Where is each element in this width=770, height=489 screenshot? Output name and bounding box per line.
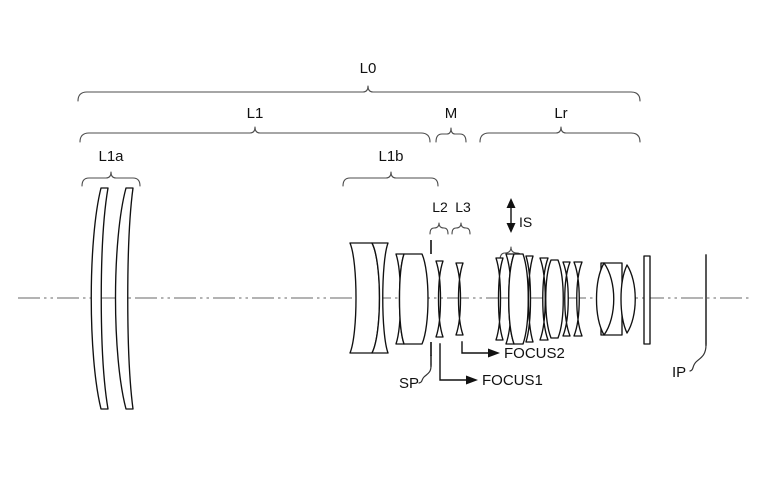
lens-element-lr-9 bbox=[595, 262, 615, 336]
image-plane-group: IP bbox=[672, 254, 707, 381]
brace-m bbox=[435, 127, 467, 143]
focus2-annotation-group: FOCUS2 bbox=[461, 341, 565, 362]
brace-l1a bbox=[81, 171, 141, 187]
group-label-l1: L1 bbox=[247, 105, 264, 122]
lens-element-l1a-2 bbox=[114, 187, 134, 410]
sp-leader-curve bbox=[418, 365, 432, 384]
focus1-annotation-group: FOCUS1 bbox=[439, 343, 543, 389]
brace-group-l1: L1 bbox=[79, 105, 431, 143]
lens-element-l1b-2 bbox=[371, 242, 389, 354]
focus1-arrow-head bbox=[466, 375, 478, 385]
is-indicator-group: IS bbox=[499, 198, 532, 261]
group-label-lr: Lr bbox=[554, 105, 567, 122]
lens-element-lr-1 bbox=[495, 257, 504, 341]
lens-element-l2-1 bbox=[435, 260, 444, 338]
lens-element-lr-4 bbox=[525, 255, 534, 343]
group-label-l1a: L1a bbox=[98, 148, 124, 165]
sp-annotation-group: SP bbox=[399, 355, 432, 392]
brace-group-l2: L2 bbox=[429, 199, 449, 235]
lens-element-lr-8 bbox=[573, 261, 583, 337]
brace-l1b bbox=[342, 171, 439, 187]
brace-group-l0: L0 bbox=[77, 60, 641, 102]
lens-element-l1b-4 bbox=[398, 253, 429, 345]
image-plane-leader bbox=[689, 344, 707, 372]
lens-element-lr-10 bbox=[620, 264, 636, 334]
lens-element-l3-1 bbox=[455, 262, 464, 336]
brace-lr bbox=[479, 126, 641, 143]
image-plane-label: IP bbox=[672, 364, 686, 381]
is-label: IS bbox=[519, 214, 532, 230]
lens-element-lr-7 bbox=[562, 261, 571, 337]
lens-group-l3 bbox=[455, 262, 464, 336]
lens-element-lr-3 bbox=[508, 253, 529, 345]
focus1-leader bbox=[439, 343, 469, 381]
brace-l2 bbox=[429, 222, 449, 235]
group-label-l2: L2 bbox=[432, 199, 448, 215]
brace-l0 bbox=[77, 85, 641, 102]
brace-l1 bbox=[79, 126, 431, 143]
group-label-l3: L3 bbox=[455, 199, 471, 215]
brace-group-l1b: L1b bbox=[342, 148, 439, 187]
lens-group-l2 bbox=[435, 260, 444, 338]
group-label-l0: L0 bbox=[360, 60, 377, 77]
lens-group-l1a bbox=[90, 187, 134, 410]
brace-group-m: M bbox=[435, 105, 467, 143]
group-label-m: M bbox=[445, 105, 458, 122]
brace-l3 bbox=[451, 222, 471, 235]
lens-element-l1b-1 bbox=[349, 242, 381, 354]
lens-element-lr-6 bbox=[545, 259, 564, 339]
is-arrow-head-down bbox=[506, 223, 516, 233]
lens-group-lr bbox=[495, 253, 651, 345]
brace-group-l3: L3 bbox=[451, 199, 471, 235]
lens-group-l1b bbox=[349, 242, 429, 354]
sp-label: SP bbox=[399, 375, 419, 392]
lens-element-lr-11-plate bbox=[643, 255, 651, 345]
focus1-label: FOCUS1 bbox=[482, 372, 543, 389]
brace-group-l1a: L1a bbox=[81, 148, 141, 187]
brace-group-lr: Lr bbox=[479, 105, 641, 143]
group-label-l1b: L1b bbox=[378, 148, 403, 165]
lens-element-lr-5 bbox=[539, 257, 549, 341]
lens-element-l1a-1 bbox=[90, 187, 109, 410]
is-arrow-head-up bbox=[506, 198, 516, 208]
focus2-arrow-head bbox=[488, 348, 500, 358]
focus2-leader bbox=[461, 341, 491, 354]
focus2-label: FOCUS2 bbox=[504, 345, 565, 362]
